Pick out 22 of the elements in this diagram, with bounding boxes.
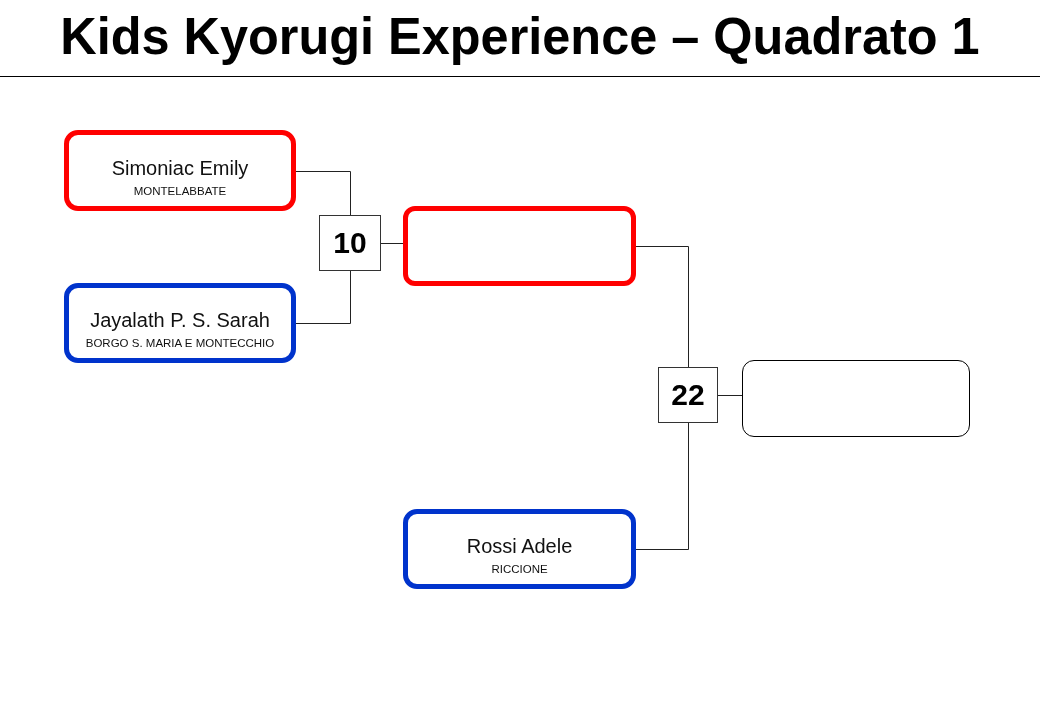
- athlete-name: Simoniac Emily: [111, 155, 249, 180]
- competitor-box: [403, 509, 636, 589]
- bracket-connector: [295, 171, 351, 216]
- winner-box: [742, 360, 970, 437]
- match-number-box: [319, 215, 381, 271]
- club-name: RICCIONE: [491, 562, 548, 576]
- athlete-name: Jayalath P. S. Sarah: [90, 308, 270, 332]
- match-number: 10: [333, 226, 367, 260]
- bracket-connector: [380, 243, 404, 244]
- bracket-connector: [717, 395, 743, 396]
- athlete-name: Rossi Adele: [466, 534, 573, 558]
- page-title: Kids Kyorugi Experience – Quadrato 1: [60, 6, 980, 67]
- competitor-box: [64, 283, 296, 363]
- bracket-connector: [635, 422, 689, 550]
- match-number: 22: [671, 378, 705, 412]
- competitor-box: [64, 130, 296, 211]
- club-name: MONTELABBATE: [133, 183, 227, 198]
- club-name: BORGO S. MARIA E MONTECCHIO: [85, 336, 275, 350]
- bracket-connector: [295, 270, 351, 324]
- empty-box: [403, 206, 636, 286]
- bracket-connector: [635, 246, 689, 368]
- match-number-box: [658, 367, 718, 423]
